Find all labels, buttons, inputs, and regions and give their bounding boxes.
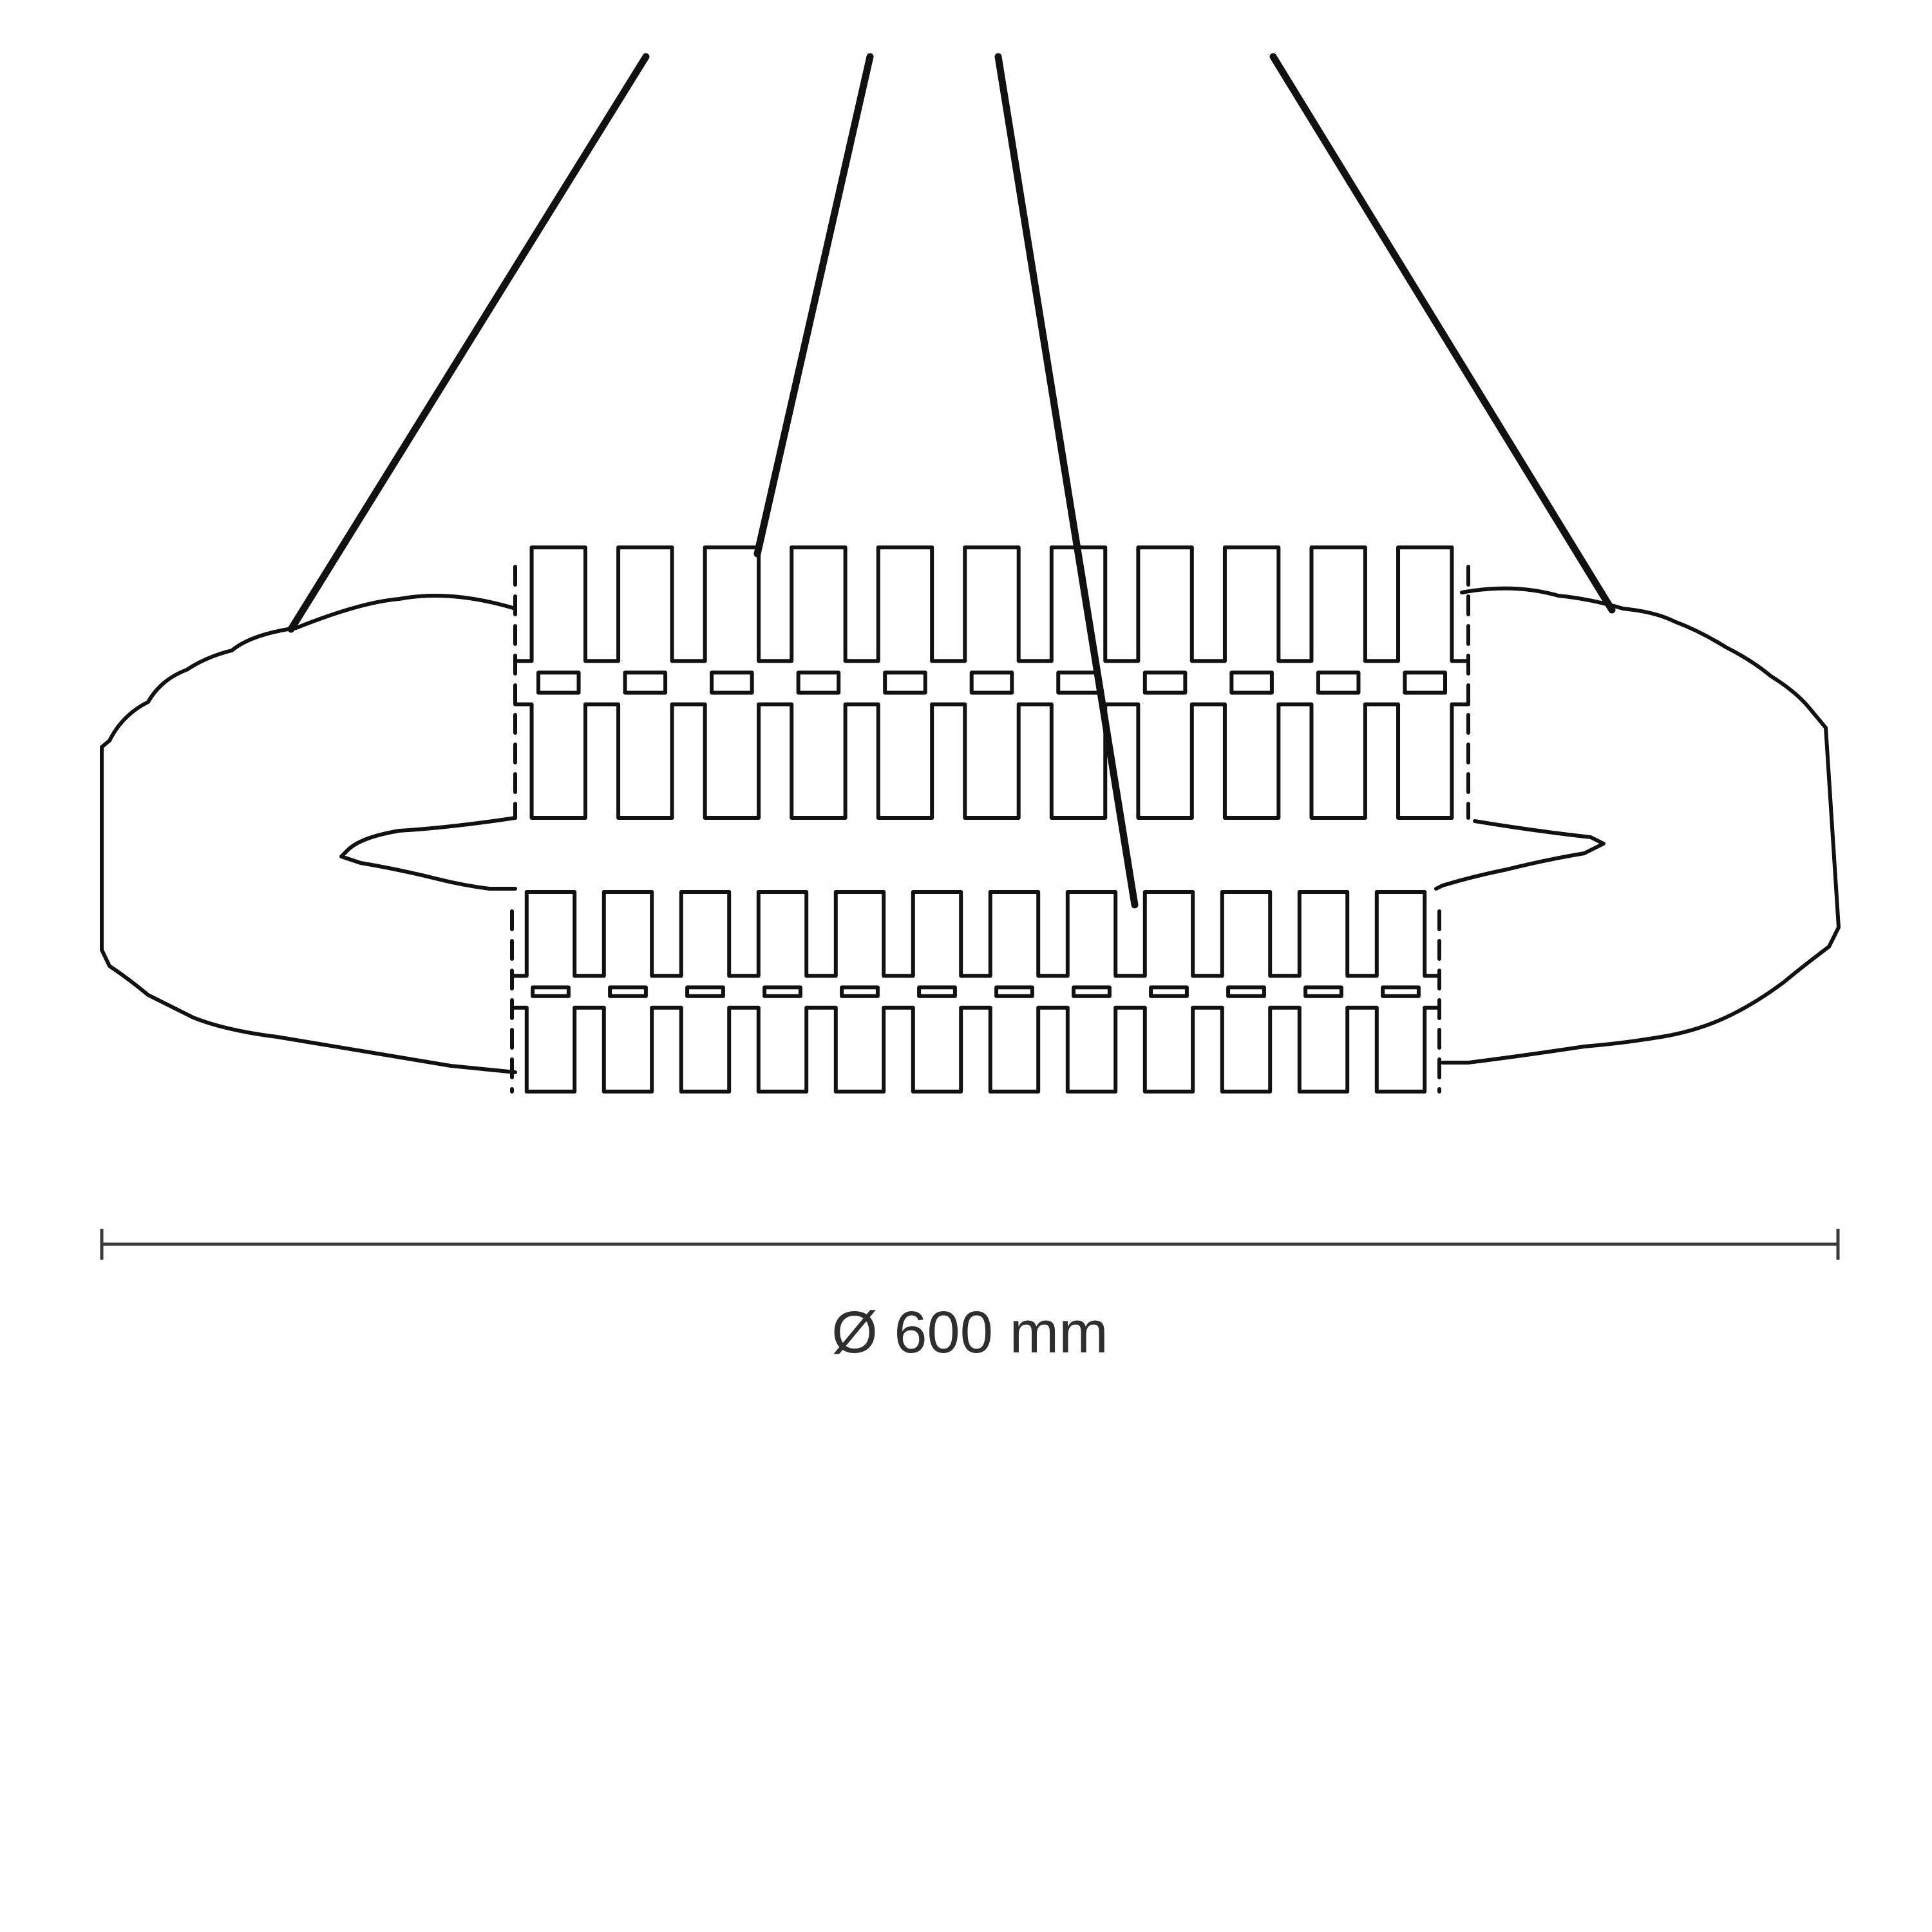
ring-front-band — [510, 890, 1441, 1094]
front-band-window — [1303, 985, 1343, 998]
back-band-window — [1142, 670, 1188, 695]
back-band-window — [796, 670, 841, 695]
front-band-window — [685, 985, 725, 998]
front-band-window — [840, 985, 880, 998]
back-band-window — [883, 670, 927, 695]
front-band-window — [1149, 985, 1189, 998]
front-band-window — [917, 985, 957, 998]
cable-left-inner — [753, 53, 874, 558]
front-band-window — [1226, 985, 1266, 998]
ring-back-band — [513, 545, 1470, 820]
back-band-window — [1056, 670, 1101, 695]
back-band-lower-crenellation — [513, 702, 1470, 820]
back-band-upper-crenellation — [513, 545, 1470, 663]
ring-outer-body — [100, 586, 1841, 1074]
suspension-cables — [287, 53, 1616, 909]
back-band-window — [710, 670, 754, 695]
front-band-window — [762, 985, 802, 998]
ring-outer-right-edge — [1441, 586, 1841, 1065]
ring-inner-opening — [339, 816, 1605, 891]
front-band-lower-crenellation — [510, 1005, 1441, 1094]
back-band-window — [1229, 670, 1274, 695]
ring-outer-left-edge — [100, 594, 517, 1074]
back-band-window — [969, 670, 1014, 695]
front-band-window — [531, 985, 571, 998]
back-band-window — [1316, 670, 1361, 695]
cable-left-outer — [287, 53, 650, 633]
front-band-window — [1381, 985, 1421, 998]
back-band-window — [1403, 670, 1448, 695]
cable-right-inner — [994, 53, 1139, 909]
front-band-window — [1072, 985, 1112, 998]
cable-right-outer — [1269, 53, 1616, 614]
back-band-window — [623, 670, 668, 695]
front-band-window — [608, 985, 648, 998]
front-band-window — [994, 985, 1034, 998]
diameter-dimension: Ø 600 mm — [100, 1229, 1840, 1365]
back-band-window — [536, 670, 581, 695]
dimension-label: Ø 600 mm — [831, 1300, 1108, 1365]
front-band-upper-crenellation — [510, 890, 1441, 978]
